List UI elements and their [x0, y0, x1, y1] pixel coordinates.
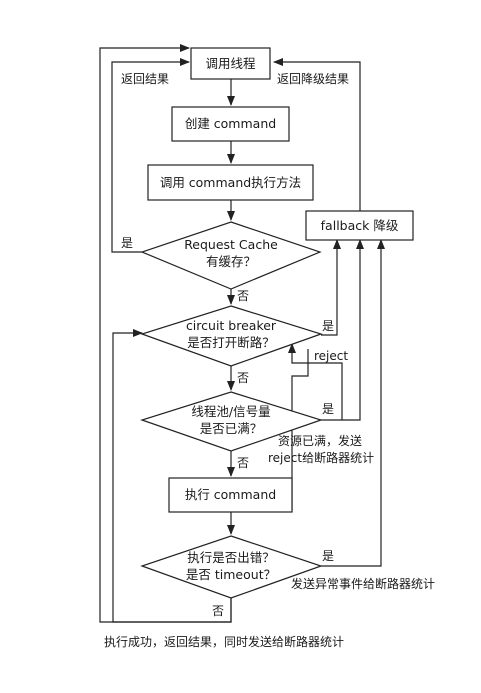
label-reject: reject: [314, 349, 348, 363]
node-execute-error: 执行是否出错？ 是否 timeout？: [140, 535, 323, 599]
edge-success-stats: [112, 329, 232, 623]
call-thread-label: 调用线程: [205, 56, 256, 71]
node-execute-command: 执行 command: [168, 477, 293, 513]
node-fallback: fallback 降级: [305, 210, 414, 241]
node-circuit-breaker: circuit breaker 是否打开断路？: [140, 305, 323, 367]
request-cache-line1: Request Cache: [184, 237, 278, 252]
execute-command-label: 执行 command: [185, 487, 276, 502]
circuit-breaker-line2: 是否打开断路？: [187, 335, 275, 350]
label-breaker-no: 否: [237, 371, 249, 385]
label-success-note: 执行成功，返回结果，同时发送给断路器统计: [104, 634, 344, 649]
edge-fallback-return: [273, 58, 361, 211]
edge-pool-yes: [321, 239, 364, 421]
node-thread-pool: 线程池/信号量 是否已满？: [140, 391, 323, 452]
label-pool-full-note-2: reject给断路器统计: [268, 450, 374, 465]
edge-error-yes: [321, 239, 385, 567]
connectors: [99, 44, 385, 623]
label-breaker-yes: 是: [322, 319, 334, 333]
label-cache-no: 否: [237, 289, 249, 303]
label-pool-full-note-1: 资源已满，发送: [278, 433, 362, 448]
label-error-yes: 是: [322, 549, 334, 563]
edge-cache-yes-return: [111, 58, 190, 253]
edge-labels: 返回结果 返回降级结果 是 否 是 reject 否 是 资源已满，发送 rej…: [104, 72, 435, 649]
node-call-thread: 调用线程: [190, 47, 271, 80]
thread-pool-line1: 线程池/信号量: [191, 404, 270, 419]
execute-error-line2: 是否 timeout？: [186, 567, 276, 582]
label-return-fallback-result: 返回降级结果: [277, 72, 349, 86]
circuit-breaker-line1: circuit breaker: [186, 318, 277, 333]
create-command-label: 创建 command: [185, 116, 276, 131]
label-return-result: 返回结果: [121, 72, 169, 86]
node-create-command: 创建 command: [171, 106, 290, 142]
edge-reject-feedback: [288, 343, 343, 420]
label-cache-yes: 是: [121, 236, 133, 250]
node-call-execute: 调用 command执行方法: [147, 164, 314, 201]
label-pool-no: 否: [237, 456, 249, 470]
label-pool-yes: 是: [322, 402, 334, 416]
edge-breaker-yes: [321, 239, 341, 336]
request-cache-line2: 有缓存？: [206, 254, 256, 269]
label-error-no: 否: [212, 604, 224, 618]
thread-pool-line2: 是否已满？: [200, 421, 263, 436]
execute-error-line1: 执行是否出错？: [187, 550, 275, 565]
call-execute-label: 调用 command执行方法: [160, 175, 301, 190]
node-request-cache: Request Cache 有缓存？: [140, 221, 322, 290]
fallback-label: fallback 降级: [321, 218, 399, 233]
label-error-note: 发送异常事件给断路器统计: [291, 576, 435, 591]
edge-error-feedback: [291, 349, 309, 510]
